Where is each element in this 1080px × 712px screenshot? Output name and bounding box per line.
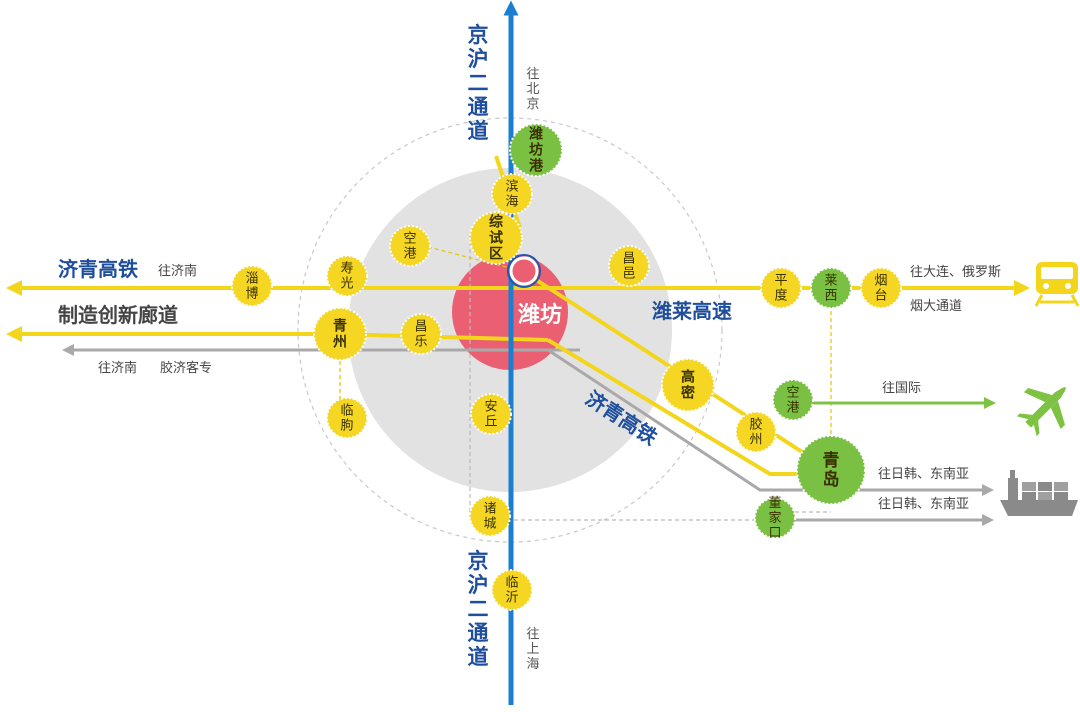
city-node-label: 安丘	[484, 400, 497, 430]
city-node-circle	[400, 313, 442, 355]
city-node-label: 潍坊港	[529, 126, 544, 175]
city-node-laixi: 莱西	[810, 267, 852, 309]
city-node-circle	[608, 245, 650, 287]
manufacturing-corridor-label: 制造创新廊道	[58, 303, 178, 327]
to-japan-korea-1-label: 往日韩、东南亚	[878, 466, 969, 482]
city-node-circle	[491, 569, 533, 611]
city-node-label: 胶州	[749, 417, 762, 448]
city-node-changyi: 昌邑	[608, 245, 650, 287]
city-node-kong-gang-e: 空港	[772, 379, 814, 421]
city-node-qingzhou: 青州	[313, 307, 367, 361]
city-node-label: 滨海	[505, 179, 518, 210]
city-node-label: 淄博	[245, 272, 258, 302]
center-label: 潍坊	[518, 302, 562, 328]
city-node-circle	[326, 255, 368, 297]
city-node-circle	[470, 393, 512, 435]
city-node-label: 临朐	[340, 404, 353, 434]
city-node-gaomi: 高密	[661, 358, 715, 412]
city-node-weifang-port: 潍坊港	[509, 123, 563, 177]
city-node-label: 平度	[774, 274, 787, 304]
city-node-label: 空港	[403, 232, 416, 262]
yantai-dalian-channel-label: 烟大通道	[910, 299, 962, 314]
city-node-zhucheng: 诸城	[469, 495, 511, 537]
city-node-kong-gang-w: 空港	[389, 225, 431, 267]
city-node-circle	[326, 397, 368, 439]
city-node-label: 烟台	[874, 274, 887, 304]
city-node-dongjiakou: 董家口	[754, 496, 796, 541]
city-node-circle	[469, 211, 523, 265]
to-japan-korea-2-label: 往日韩、东南亚	[878, 496, 969, 512]
city-node-circle	[389, 225, 431, 267]
city-node-circle	[509, 123, 563, 177]
train-icon	[1034, 262, 1080, 307]
city-node-circle	[754, 497, 796, 539]
city-node-yantai: 烟台	[860, 267, 902, 309]
weilai-expressway-label: 潍莱高速	[652, 299, 732, 323]
city-node-label: 临沂	[505, 576, 518, 606]
to-international-label: 往国际	[882, 381, 921, 396]
city-node-label: 莱西	[824, 274, 837, 304]
jinghu-bottom-label: 京沪二通道	[468, 549, 489, 669]
city-node-circle	[810, 267, 852, 309]
to-dalian-russia-label: 往大连、俄罗斯	[910, 264, 1001, 280]
city-node-circle	[491, 173, 533, 215]
city-node-pingdu: 平度	[760, 267, 802, 309]
city-node-binhai: 滨海	[491, 173, 533, 215]
airplane-icon	[1016, 387, 1066, 437]
city-node-jiaozhou: 胶州	[735, 411, 777, 453]
city-node-circle	[860, 267, 902, 309]
city-node-label: 青州	[332, 318, 347, 351]
jinghu-top-label: 京沪二通道	[468, 23, 489, 143]
city-node-circle	[661, 358, 715, 412]
jiqing-passenger-label: 胶济客专	[160, 360, 212, 376]
jiqing-hsr-west-dest: 往济南	[158, 263, 197, 279]
outer-dashed-ring	[297, 117, 723, 543]
city-node-linqu: 临朐	[326, 397, 368, 439]
jiqing-hsr-west-label: 济青高铁	[58, 257, 138, 281]
city-node-circle	[796, 435, 866, 505]
city-node-label: 寿光	[340, 262, 353, 292]
city-node-zibo: 淄博	[231, 265, 273, 307]
city-node-circle	[231, 265, 273, 307]
center-marker	[509, 256, 539, 286]
city-node-anqiu: 安丘	[470, 393, 512, 435]
city-node-label: 董家口	[768, 496, 781, 541]
city-node-label: 青岛	[823, 450, 840, 490]
city-node-circle	[313, 307, 367, 361]
city-node-changle: 昌乐	[400, 313, 442, 355]
city-node-shouguang: 寿光	[326, 255, 368, 297]
city-nodes: 潍坊港滨海综试区空港昌邑淄博寿光青州昌乐临朐安丘诸城临沂平度莱西烟台高密胶州空港…	[231, 123, 902, 611]
to-beijing-label: 往北京	[526, 67, 539, 112]
jiqing-passenger-dest: 往济南	[98, 360, 137, 376]
city-node-circle	[760, 267, 802, 309]
city-node-circle	[735, 411, 777, 453]
city-node-label: 诸城	[483, 502, 496, 532]
city-node-zongshiqu: 综试区	[469, 211, 523, 265]
city-node-label: 昌邑	[622, 252, 635, 282]
city-node-linyi: 临沂	[491, 569, 533, 611]
city-node-label: 综试区	[489, 214, 503, 263]
city-node-qingdao: 青岛	[796, 435, 866, 505]
city-node-label: 昌乐	[414, 320, 427, 350]
to-shanghai-label: 往上海	[526, 627, 539, 672]
city-node-circle	[772, 379, 814, 421]
city-node-circle	[469, 495, 511, 537]
city-node-label: 高密	[680, 369, 695, 402]
cargo-ship-icon	[1000, 470, 1078, 516]
city-node-label: 空港	[786, 386, 799, 416]
